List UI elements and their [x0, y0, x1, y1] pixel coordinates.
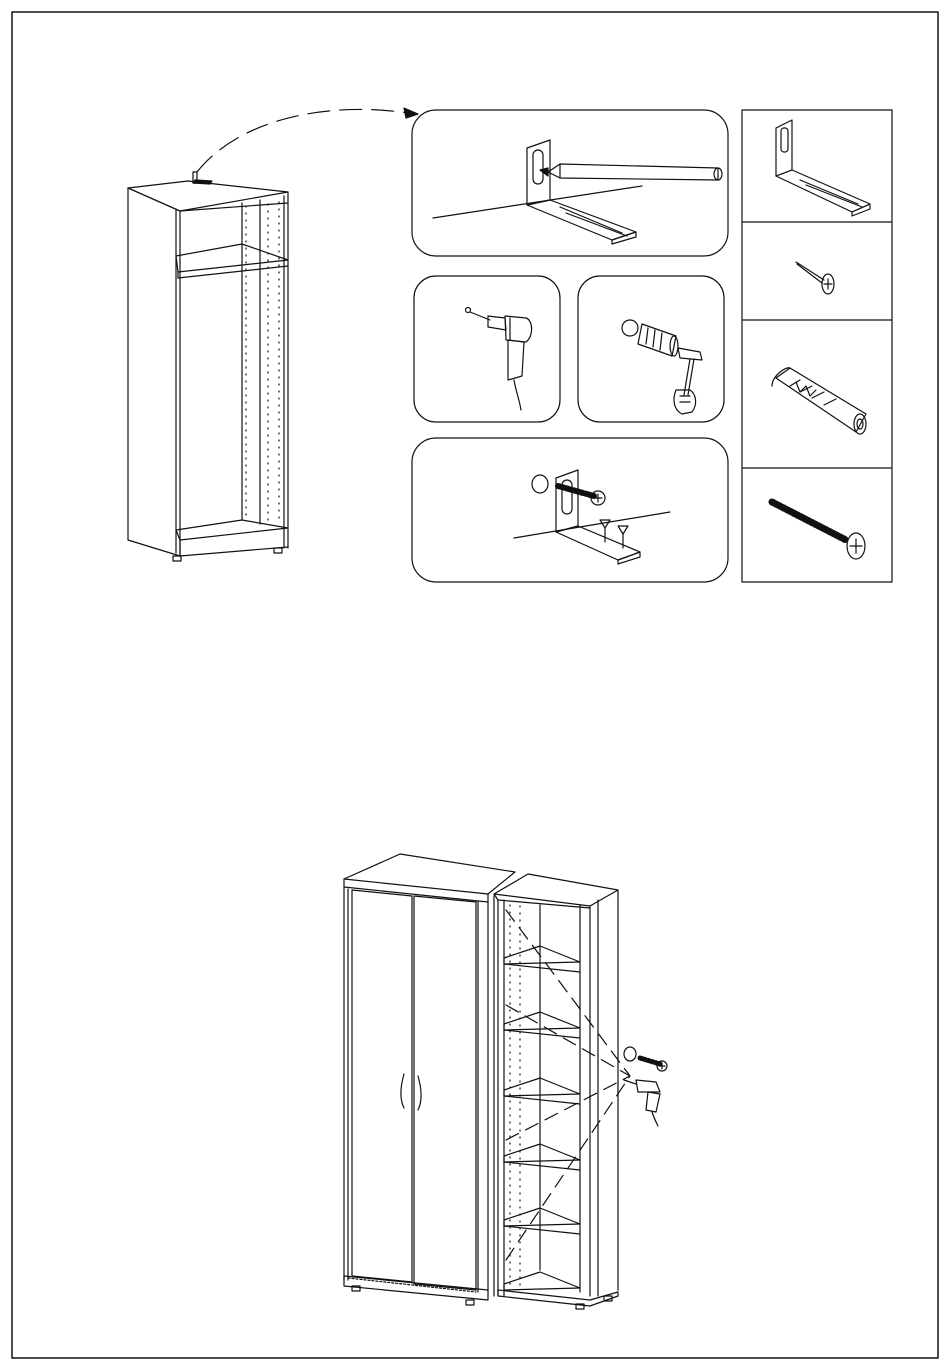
callout-arrow [197, 109, 415, 172]
power-drill-icon [414, 276, 560, 422]
bracket-screw-icon [412, 438, 728, 582]
cabinet-connection-icon [344, 854, 667, 1309]
screw-icon [770, 501, 865, 559]
page-border [12, 12, 938, 1358]
nail-icon [796, 262, 834, 294]
wall-bracket-marking-icon [412, 110, 728, 256]
wall-plug-icon [772, 368, 866, 434]
hammer-dowel-icon [578, 276, 724, 422]
angle-bracket-icon [776, 120, 870, 216]
wardrobe-open-icon [128, 172, 288, 561]
